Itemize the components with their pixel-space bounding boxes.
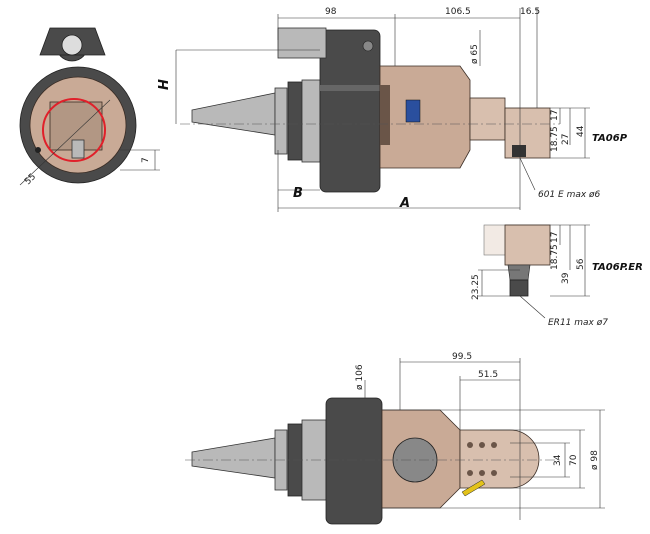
dim-dia98: ø 98 bbox=[590, 450, 600, 470]
label-ta06p: TA06P bbox=[592, 133, 628, 144]
label-collet-601e: 601 E max ø6 bbox=[538, 190, 601, 200]
dim-17a: 17 bbox=[550, 110, 560, 121]
dim-16-5: 16.5 bbox=[520, 7, 540, 17]
dim-B: B bbox=[293, 186, 303, 201]
label-ta06p-er: TA06P.ER bbox=[592, 262, 643, 273]
dim-39: 39 bbox=[561, 272, 571, 284]
dim-55: 55 bbox=[23, 172, 38, 187]
dim-44: 44 bbox=[576, 125, 586, 137]
side-view bbox=[19, 27, 160, 186]
er-detail-view bbox=[478, 224, 590, 319]
dim-18-75a: 18.75 bbox=[550, 126, 560, 152]
label-collet-er11: ER11 max ø7 bbox=[548, 318, 608, 328]
dim-dia65: ø 65 bbox=[470, 44, 480, 64]
dim-7: 7 bbox=[141, 157, 151, 163]
dim-98-top: 98 bbox=[325, 7, 337, 17]
dim-A: A bbox=[399, 196, 410, 211]
highlight-circle bbox=[42, 98, 106, 162]
dim-H: H bbox=[157, 79, 172, 90]
dim-18-75b: 18.75 bbox=[550, 244, 560, 270]
dim-17b: 17 bbox=[550, 232, 560, 243]
dim-51-5: 51.5 bbox=[478, 370, 498, 380]
dim-dia106: ø 106 bbox=[355, 364, 365, 390]
dim-34: 34 bbox=[553, 454, 563, 466]
dim-56: 56 bbox=[576, 258, 586, 270]
dim-106-5: 106.5 bbox=[445, 7, 471, 17]
dim-99-5: 99.5 bbox=[452, 352, 472, 362]
dim-23-25: 23.25 bbox=[471, 274, 481, 300]
dim-70: 70 bbox=[569, 454, 579, 466]
top-view-bottom bbox=[185, 358, 605, 525]
dim-27: 27 bbox=[561, 134, 571, 145]
front-view-top bbox=[175, 8, 590, 212]
